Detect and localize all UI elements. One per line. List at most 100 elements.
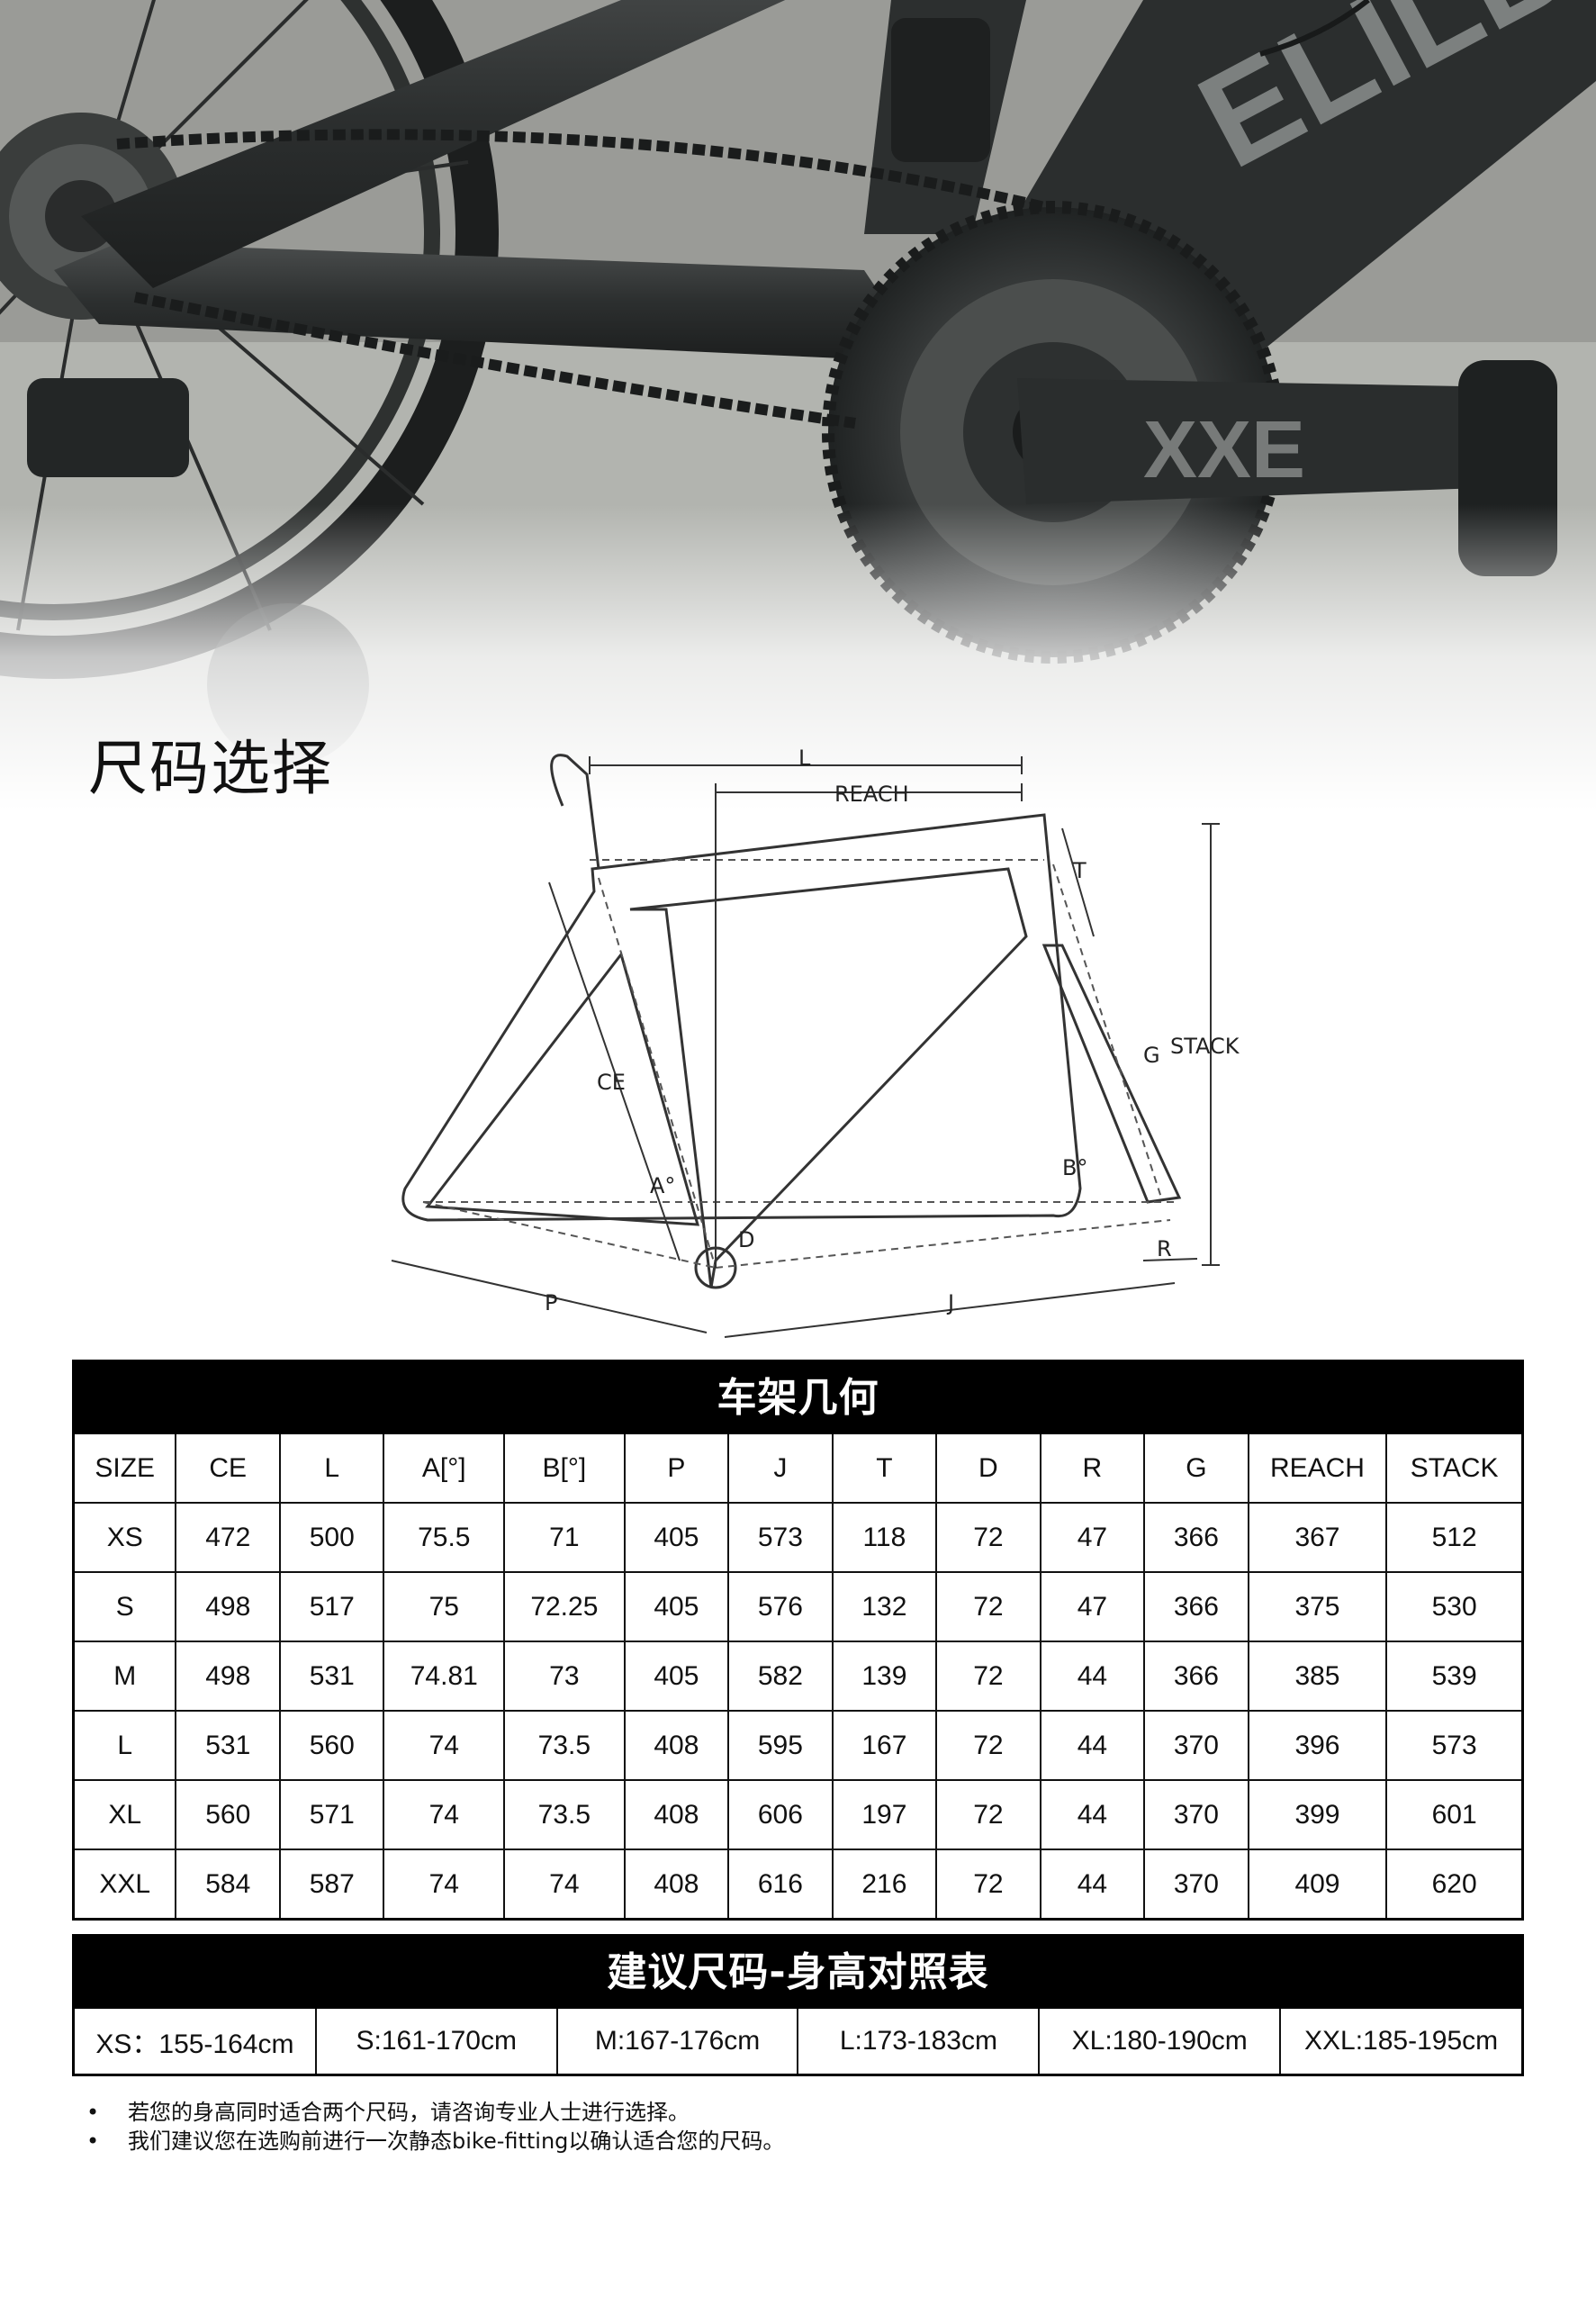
table-cell: 366	[1143, 1502, 1249, 1573]
geometry-table: SIZE CE L A[°] B[°] P J T D R G REACH ST…	[75, 1434, 1521, 1918]
table-cell: L	[75, 1710, 177, 1781]
column-header: B[°]	[503, 1434, 626, 1504]
label-CE: CE	[597, 1070, 626, 1095]
label-T: T	[1072, 858, 1087, 883]
table-cell: 72.25	[503, 1571, 626, 1642]
table-cell: 582	[727, 1641, 834, 1712]
label-STACK: STACK	[1170, 1034, 1240, 1059]
table-cell: 167	[831, 1710, 938, 1781]
table-cell: 571	[278, 1779, 385, 1850]
table-cell: 47	[1039, 1571, 1146, 1642]
seatpost-shape	[550, 754, 600, 870]
page-title: 尺码选择	[88, 734, 333, 803]
table-cell: 197	[831, 1779, 938, 1850]
table-cell: 375	[1247, 1571, 1388, 1642]
table-cell: 530	[1385, 1571, 1521, 1642]
crank-logo: XXE	[1143, 405, 1305, 495]
table-cell: 71	[503, 1502, 626, 1573]
table-cell: 584	[175, 1849, 281, 1918]
table-cell: 385	[1247, 1641, 1388, 1712]
table-row: S 498 517 75 72.25 405 576 132 72 47 366…	[75, 1571, 1521, 1642]
label-REACH: REACH	[834, 782, 909, 807]
table-cell: 500	[278, 1502, 385, 1573]
notes-list: • 若您的身高同时适合两个尺码，请咨询专业人士进行选择。 • 我们建议您在选购前…	[86, 2098, 784, 2156]
table-cell: 531	[278, 1641, 385, 1712]
table-cell: 399	[1247, 1779, 1388, 1850]
table-row: L 531 560 74 73.5 408 595 167 72 44 370 …	[75, 1710, 1521, 1781]
table-cell: 74.81	[383, 1641, 506, 1712]
column-header: G	[1143, 1434, 1249, 1504]
table-cell: 74	[503, 1849, 626, 1918]
table-cell: 498	[175, 1571, 281, 1642]
table-cell: 560	[175, 1779, 281, 1850]
table-row: XS：155-164cm S:161-170cm M:167-176cm L:1…	[75, 2009, 1521, 2074]
label-D: D	[738, 1227, 754, 1252]
column-header: SIZE	[75, 1434, 177, 1504]
table-cell: 405	[623, 1641, 730, 1712]
size-chart-block: 建议尺码-身高对照表 XS：155-164cm S:161-170cm M:16…	[72, 1934, 1524, 2076]
table-cell: 573	[727, 1502, 834, 1573]
table-cell: 72	[935, 1779, 1041, 1850]
label-R: R	[1157, 1236, 1172, 1261]
size-height-cell: L:173-183cm	[797, 2009, 1040, 2074]
column-header: D	[935, 1434, 1041, 1504]
column-header: J	[727, 1434, 834, 1504]
note-text: 我们建议您在选购前进行一次静态bike-fitting以确认适合您的尺码。	[128, 2129, 785, 2154]
chain-icon	[116, 129, 1046, 212]
label-A: A°	[650, 1173, 675, 1198]
frame-outline-shape	[401, 813, 1082, 1222]
table-cell: 73.5	[503, 1710, 626, 1781]
table-cell: 47	[1039, 1502, 1146, 1573]
table-cell: 595	[727, 1710, 834, 1781]
table-cell: 409	[1247, 1849, 1388, 1918]
table-cell: 405	[623, 1502, 730, 1573]
table-cell: 72	[935, 1849, 1041, 1918]
frame-geometry-diagram: L REACH T STACK G CE A° B° D R P J	[391, 746, 1240, 1338]
table-cell: 216	[831, 1849, 938, 1918]
table-cell: 366	[1143, 1641, 1249, 1712]
table-cell: 573	[1385, 1710, 1521, 1781]
rear-triangle-shape	[425, 951, 700, 1226]
rear-derailleur-icon	[27, 378, 189, 477]
table-cell: 587	[278, 1849, 385, 1918]
table-cell: 74	[383, 1849, 506, 1918]
table-cell: 576	[727, 1571, 834, 1642]
table-cell: 72	[935, 1502, 1041, 1573]
column-header: R	[1039, 1434, 1146, 1504]
note-text: 若您的身高同时适合两个尺码，请咨询专业人士进行选择。	[128, 2100, 690, 2125]
table-cell: 531	[175, 1710, 281, 1781]
hero-fade-overlay	[0, 504, 1596, 810]
table-cell: 118	[831, 1502, 938, 1573]
table-cell: 75.5	[383, 1502, 506, 1573]
table-cell: 44	[1039, 1779, 1146, 1850]
column-header: A[°]	[383, 1434, 506, 1504]
table-row: XL 560 571 74 73.5 408 606 197 72 44 370…	[75, 1779, 1521, 1850]
table-cell: 560	[278, 1710, 385, 1781]
size-height-cell: XL:180-190cm	[1038, 2009, 1281, 2074]
table-cell: 75	[383, 1571, 506, 1642]
table-cell: XXL	[75, 1849, 177, 1918]
table-cell: S	[75, 1571, 177, 1642]
chainstay-icon	[54, 243, 900, 360]
table-cell: 616	[727, 1849, 834, 1918]
crank-arm-icon	[1017, 378, 1530, 504]
column-header: REACH	[1247, 1434, 1388, 1504]
table-cell: 44	[1039, 1849, 1146, 1918]
table-cell: 367	[1247, 1502, 1388, 1573]
table-row: XS 472 500 75.5 71 405 573 118 72 47 366…	[75, 1502, 1521, 1573]
table-cell: 366	[1143, 1571, 1249, 1642]
table-cell: 370	[1143, 1849, 1249, 1918]
table-cell: XS	[75, 1502, 177, 1573]
label-L: L	[798, 746, 811, 771]
table-cell: 408	[623, 1710, 730, 1781]
column-header: L	[278, 1434, 385, 1504]
table-cell: 517	[278, 1571, 385, 1642]
table-cell: 539	[1385, 1641, 1521, 1712]
size-height-cell: S:161-170cm	[314, 2009, 557, 2074]
list-item: • 我们建议您在选购前进行一次静态bike-fitting以确认适合您的尺码。	[86, 2127, 784, 2156]
table-cell: 44	[1039, 1641, 1146, 1712]
table-cell: 620	[1385, 1849, 1521, 1918]
table-cell: 370	[1143, 1779, 1249, 1850]
front-derailleur-icon	[891, 18, 990, 162]
table-cell: 72	[935, 1571, 1041, 1642]
